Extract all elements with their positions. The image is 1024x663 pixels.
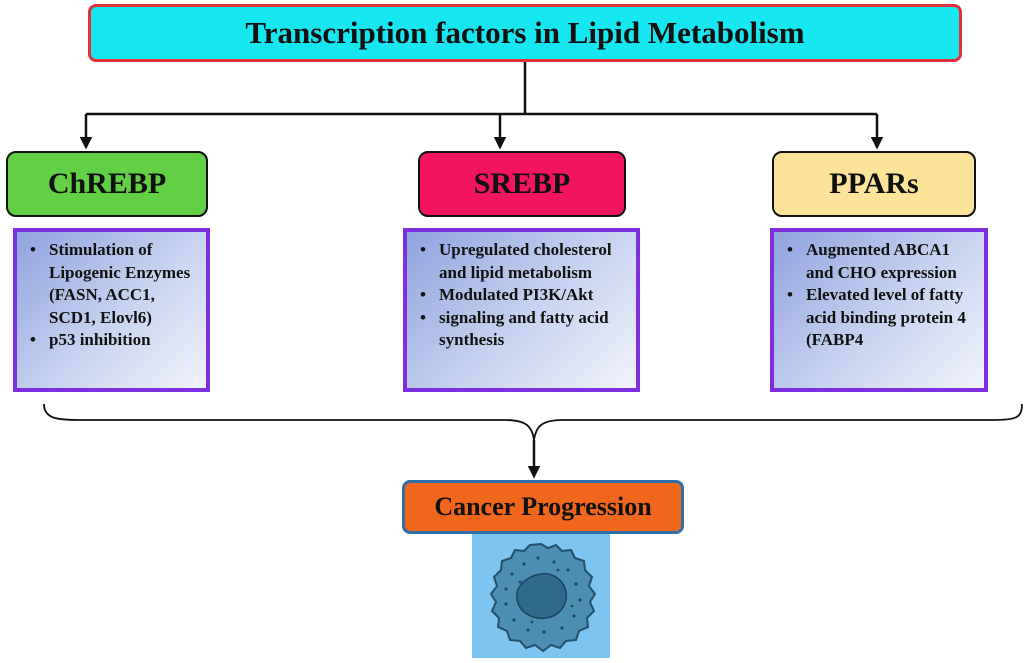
chrebp-effects-list: Stimulation of Lipogenic Enzymes (FASN, … (26, 239, 200, 352)
srebp-box: SREBP (418, 151, 626, 217)
chrebp-effect-item: Stimulation of Lipogenic Enzymes (FASN, … (26, 239, 200, 329)
srebp-effect-item: Upregulated cholesterol and lipid metabo… (416, 239, 630, 284)
chrebp-effect-item: p53 inhibition (26, 329, 200, 352)
srebp-effect-item: Modulated PI3K/Akt (416, 284, 630, 307)
ppars-box: PPARs (772, 151, 976, 217)
cancer-cell-icon (489, 542, 597, 653)
ppars-effect-item: Augmented ABCA1 and CHO expression (783, 239, 978, 284)
ppars-effects-list: Augmented ABCA1 and CHO expression Eleva… (783, 239, 978, 352)
srebp-details: Upregulated cholesterol and lipid metabo… (403, 228, 640, 392)
srebp-effect-item: signaling and fatty acid synthesis (416, 307, 630, 352)
srebp-effects-list: Upregulated cholesterol and lipid metabo… (416, 239, 630, 352)
cancer-progression-box: Cancer Progression (402, 480, 684, 534)
curly-brace (43, 403, 1023, 441)
diagram-title: Transcription factors in Lipid Metabolis… (88, 4, 962, 62)
ppars-effect-item: Elevated level of fatty acid binding pro… (783, 284, 978, 352)
ppars-details: Augmented ABCA1 and CHO expression Eleva… (770, 228, 988, 392)
cancer-cell-image (472, 534, 610, 658)
chrebp-details: Stimulation of Lipogenic Enzymes (FASN, … (13, 228, 210, 392)
chrebp-box: ChREBP (6, 151, 208, 217)
